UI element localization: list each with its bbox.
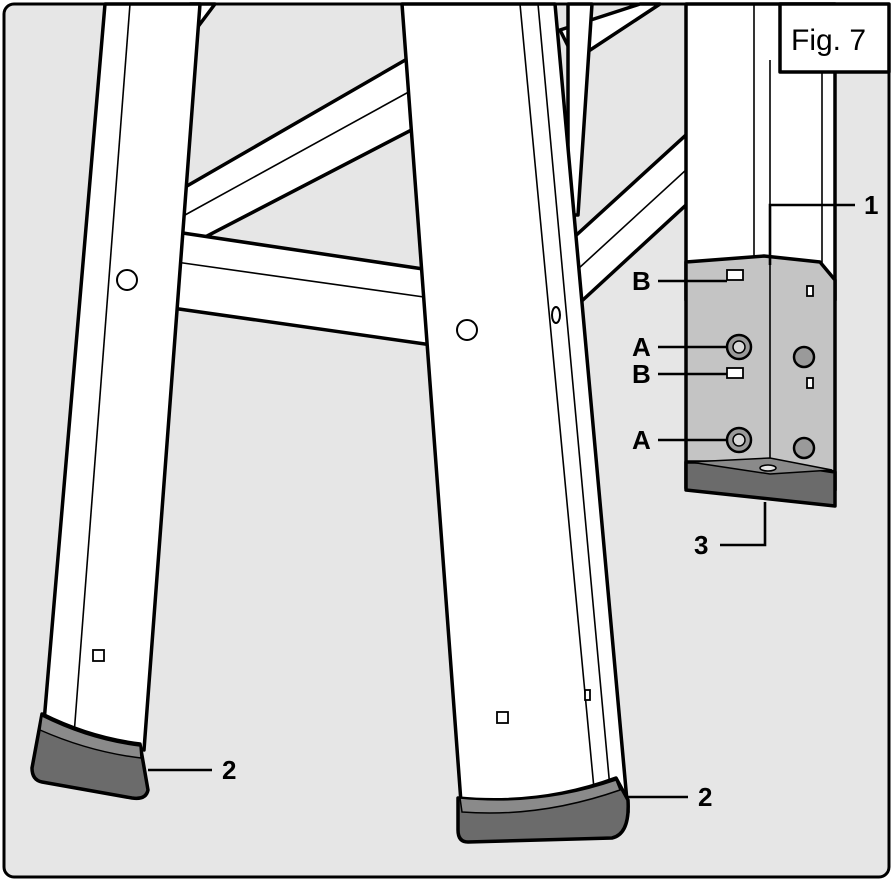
left-leg-hole bbox=[116, 269, 138, 291]
leader-3 bbox=[720, 502, 767, 547]
callout-1: 1 bbox=[864, 190, 878, 220]
side-slot-2 bbox=[806, 377, 814, 389]
fig-label-box bbox=[778, 2, 891, 74]
foot-middle-top bbox=[459, 779, 621, 814]
callout-b-upper: B bbox=[632, 266, 651, 296]
side-slot-1 bbox=[806, 285, 814, 297]
middle-leg-square-hole bbox=[496, 711, 509, 724]
leader-1 bbox=[768, 203, 855, 265]
slot-b-upper bbox=[726, 269, 744, 281]
callout-labels: 1 B A B A 3 2 2 bbox=[222, 190, 878, 812]
diagonal-brace-left-edge bbox=[184, 71, 446, 216]
left-leg-edge-1 bbox=[73, 3, 131, 736]
left-leg-square-hole bbox=[92, 649, 105, 662]
bolt-a-upper-nut bbox=[732, 340, 746, 354]
middle-leg bbox=[400, 2, 630, 844]
callout-3: 3 bbox=[694, 530, 708, 560]
middle-leg-edge-1 bbox=[519, 3, 597, 811]
callout-leaders bbox=[148, 203, 855, 799]
bolt-a-lower-nut bbox=[732, 433, 746, 447]
left-leg bbox=[30, 2, 202, 801]
horizontal-brace-edge bbox=[175, 261, 432, 299]
callout-2-left: 2 bbox=[222, 755, 236, 785]
callout-a-lower: A bbox=[632, 425, 651, 455]
side-bolt-1 bbox=[792, 345, 816, 369]
middle-leg-side-slot bbox=[584, 689, 591, 701]
rear-leg: Fig. 7 bbox=[684, 2, 891, 508]
middle-leg-edge-2 bbox=[537, 3, 613, 811]
slot-b-lower bbox=[726, 367, 744, 379]
left-leg-tube bbox=[42, 2, 202, 752]
callout-a-upper: A bbox=[632, 332, 651, 362]
base-plate-hole bbox=[759, 464, 777, 472]
side-bolt-2 bbox=[792, 436, 816, 460]
middle-leg-hole bbox=[456, 319, 478, 341]
callout-2-middle: 2 bbox=[698, 782, 712, 812]
fig-label: Fig. 7 bbox=[791, 24, 866, 57]
callout-b-lower: B bbox=[632, 359, 651, 389]
foot-left-top bbox=[39, 714, 142, 759]
middle-leg-side-hole bbox=[551, 306, 561, 324]
